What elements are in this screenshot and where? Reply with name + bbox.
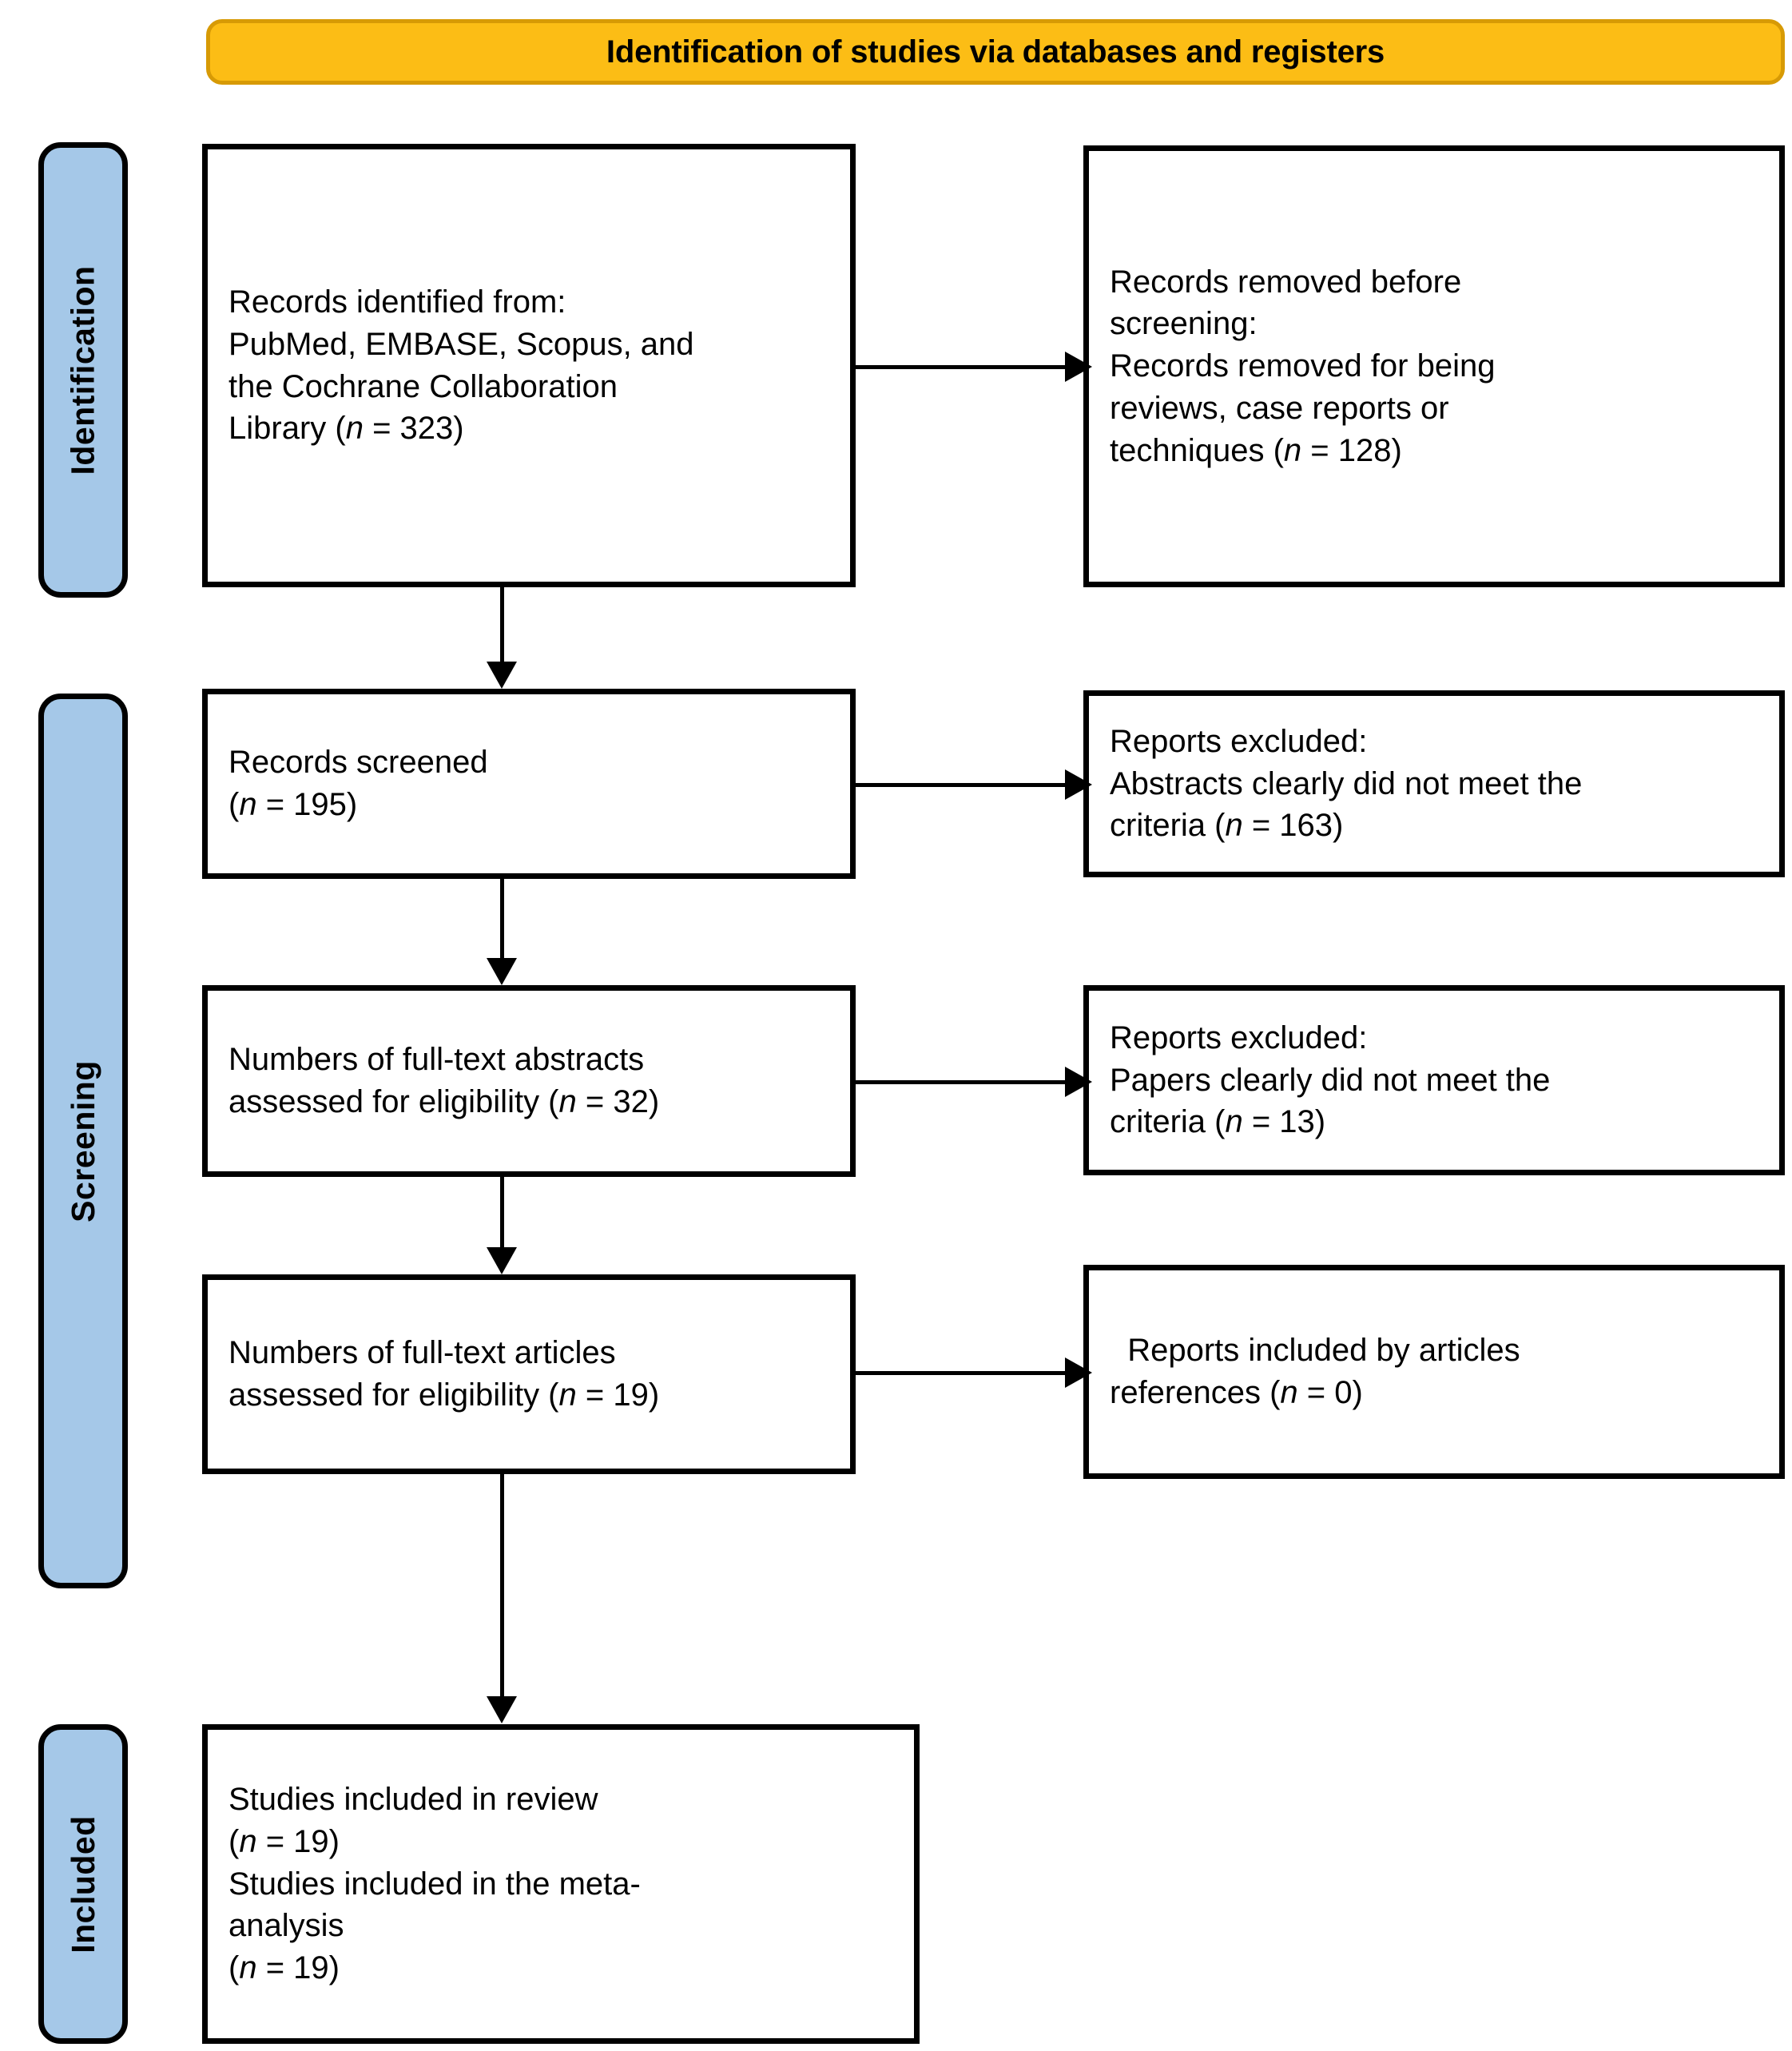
arrow-identified-to-screened <box>487 587 517 689</box>
box-records-removed-text: Records removed before screening: Record… <box>1110 264 1496 468</box>
stage-label-included: Included <box>38 1724 128 2044</box>
box-records-removed-before-screening: Records removed before screening: Record… <box>1083 145 1785 587</box>
box-fulltext-abstracts-assessed: Numbers of full-text abstracts assessed … <box>202 985 856 1177</box>
box-studies-included-text: Studies included in review (n = 19) Stud… <box>228 1782 641 1986</box>
stage-label-included-text: Included <box>64 1814 101 1954</box>
box-records-screened-text: Records screened (n = 195) <box>228 745 488 822</box>
box-records-identified: Records identified from: PubMed, EMBASE,… <box>202 144 856 587</box>
box-reports-excluded-abstracts: Reports excluded: Abstracts clearly did … <box>1083 690 1785 877</box>
box-fulltext-abstracts-text: Numbers of full-text abstracts assessed … <box>228 1042 660 1119</box>
box-reports-excluded-papers: Reports excluded: Papers clearly did not… <box>1083 985 1785 1175</box>
arrow-fulltext-articles-to-refs-included <box>856 1357 1095 1388</box>
box-records-identified-text: Records identified from: PubMed, EMBASE,… <box>228 284 694 447</box>
stage-label-identification-text: Identification <box>64 264 101 475</box>
diagram-title-text: Identification of studies via databases … <box>606 34 1385 70</box>
arrow-fulltext-abstracts-to-excluded-papers <box>856 1067 1095 1097</box>
arrow-fulltext-articles-to-studies-included <box>487 1474 517 1724</box>
box-reports-included-by-references-text: Reports included by articles references … <box>1110 1333 1520 1410</box>
box-studies-included: Studies included in review (n = 19) Stud… <box>202 1724 920 2044</box>
stage-label-screening: Screening <box>38 694 128 1588</box>
stage-label-screening-text: Screening <box>64 1059 101 1222</box>
box-reports-excluded-papers-text: Reports excluded: Papers clearly did not… <box>1110 1020 1551 1140</box>
box-reports-included-by-references: Reports included by articles references … <box>1083 1265 1785 1479</box>
diagram-title-banner: Identification of studies via databases … <box>206 19 1785 85</box>
arrow-screened-to-excluded-abstracts <box>856 769 1095 800</box>
arrow-screened-to-fulltext-abstracts <box>487 879 517 985</box>
arrow-identified-to-removed <box>856 352 1095 382</box>
arrow-fulltext-abstracts-to-fulltext-articles <box>487 1177 517 1274</box>
box-reports-excluded-abstracts-text: Reports excluded: Abstracts clearly did … <box>1110 723 1583 844</box>
box-fulltext-articles-assessed: Numbers of full-text articles assessed f… <box>202 1274 856 1474</box>
stage-label-identification: Identification <box>38 142 128 598</box>
box-records-screened: Records screened (n = 195) <box>202 689 856 879</box>
box-fulltext-articles-text: Numbers of full-text articles assessed f… <box>228 1335 660 1413</box>
